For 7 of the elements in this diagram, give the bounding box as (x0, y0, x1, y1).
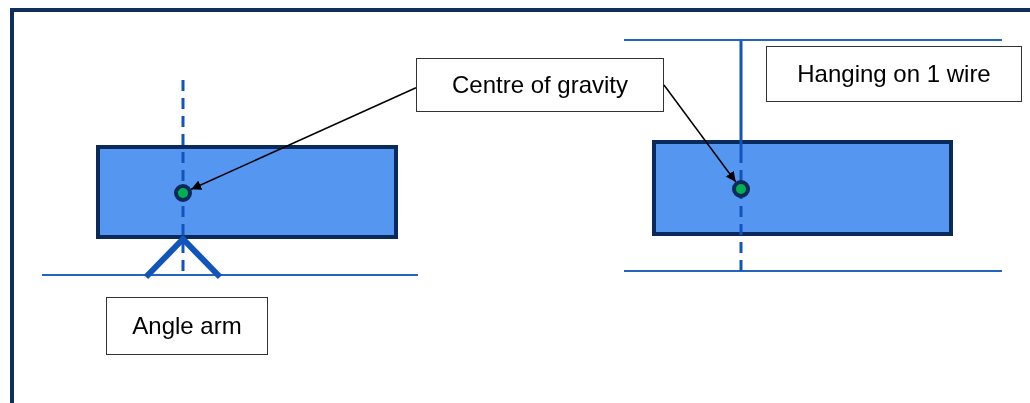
leader-arrow (190, 86, 417, 191)
label-box: Hanging on 1 wire (766, 46, 1022, 102)
leader-arrow (663, 84, 737, 183)
label-box: Centre of gravity (416, 58, 664, 112)
label-box: Angle arm (106, 297, 268, 355)
rectangular-block (96, 145, 398, 239)
rectangular-block (652, 140, 953, 236)
